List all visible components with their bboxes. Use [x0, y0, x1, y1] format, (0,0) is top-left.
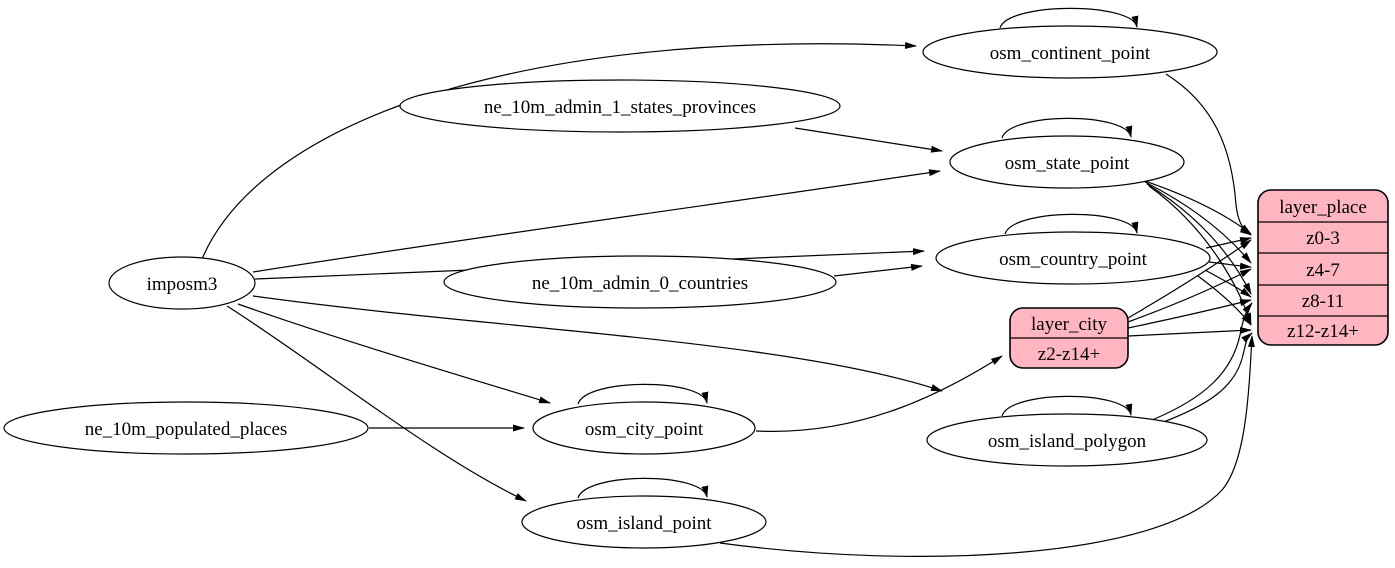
selfloop-island-polygon	[1001, 395, 1133, 417]
node-osm-country-point: osm_country_point	[935, 231, 1211, 285]
osm-continent-point-label: osm_continent_point	[990, 43, 1151, 64]
osm-island-polygon-label: osm_island_polygon	[988, 431, 1147, 452]
osm-state-point-label: osm_state_point	[1005, 153, 1130, 174]
node-ne-10m-admin-0-countries: ne_10m_admin_0_countries	[443, 255, 837, 309]
ne-10m-admin-1-states-provinces-label: ne_10m_admin_1_states_provinces	[484, 97, 756, 118]
imposm3-shape	[108, 256, 256, 310]
layer-place-row-z8-11: z8-11	[1302, 291, 1345, 312]
edge-imposm3-island-polygon	[252, 295, 943, 392]
edge-state-z2	[1146, 183, 1252, 295]
node-osm-island-point: osm_island_point	[521, 495, 767, 549]
osm-state-point-shape	[949, 135, 1185, 189]
osm-island-polygon-shape	[926, 413, 1208, 467]
edge-islandpoint-z3	[719, 335, 1255, 557]
selfloop-country	[1004, 213, 1139, 235]
edge-state-z1	[1144, 181, 1252, 264]
osm-continent-point-shape	[922, 25, 1218, 79]
edge-city-layercity	[755, 355, 1003, 433]
edge-country-z0	[1205, 237, 1252, 249]
edge-imposm3-state	[252, 169, 941, 273]
osm-city-point-label: osm_city_point	[585, 419, 704, 440]
edge-imposm3-city	[237, 303, 551, 404]
edge-country-z2	[1204, 269, 1252, 298]
layer-place-row-z4-7: z4-7	[1306, 260, 1340, 281]
edge-ne1-state	[794, 127, 943, 153]
imposm3-label: imposm3	[147, 274, 218, 295]
osm-island-point-shape	[521, 495, 767, 549]
node-ne-10m-populated-places: ne_10m_populated_places	[3, 401, 369, 455]
ne-10m-admin-1-states-provinces-shape	[399, 79, 841, 133]
layer-place-row-z0-3: z0-3	[1306, 228, 1340, 249]
layer-place-box	[1257, 189, 1389, 346]
edge-country-z1	[1208, 261, 1252, 270]
ne-10m-admin-0-countries-label: ne_10m_admin_0_countries	[532, 273, 748, 294]
node-layer-place: layer_place z0-3 z4-7 z8-11 z12-z14+	[1257, 189, 1389, 346]
node-layer-city: layer_city z2-z14+	[1009, 307, 1129, 369]
selfloop-continent	[999, 7, 1139, 29]
edge-islandpolygon-z3	[1157, 332, 1253, 425]
edge-islandpolygon-z2	[1151, 302, 1253, 421]
ne-10m-admin-0-countries-shape	[443, 255, 837, 309]
osm-country-point-shape	[935, 231, 1211, 285]
layer-place-row-z12-z14: z12-z14+	[1287, 321, 1359, 342]
layer-city-title: layer_city	[1031, 314, 1107, 335]
ne-10m-populated-places-shape	[3, 401, 369, 455]
edge-state-z0	[1141, 179, 1252, 235]
osm-country-point-label: osm_country_point	[999, 249, 1147, 270]
layer-place-title: layer_place	[1279, 197, 1367, 218]
edge-layercity-z1	[1127, 268, 1252, 323]
edge-layercity-z0	[1127, 239, 1252, 319]
osm-island-point-label: osm_island_point	[576, 513, 712, 534]
selfloop-island-point	[577, 477, 709, 499]
edge-ne0-country	[833, 263, 923, 277]
node-osm-island-polygon: osm_island_polygon	[926, 413, 1208, 467]
edge-country-z3	[1197, 275, 1252, 326]
node-osm-state-point: osm_state_point	[949, 135, 1185, 189]
ne-10m-populated-places-label: ne_10m_populated_places	[85, 419, 288, 440]
selfloop-state	[1001, 117, 1133, 139]
node-imposm3: imposm3	[108, 256, 256, 310]
edge-layercity-z3	[1127, 326, 1252, 337]
edge-imposm3-island-point	[226, 305, 527, 502]
edge-layercity-z2	[1127, 299, 1252, 329]
osm-city-point-shape	[532, 401, 756, 455]
selfloop-city	[577, 383, 709, 405]
node-ne-10m-admin-1-states-provinces: ne_10m_admin_1_states_provinces	[399, 79, 841, 133]
node-osm-continent-point: osm_continent_point	[922, 25, 1218, 79]
edge-group	[201, 7, 1255, 557]
node-osm-city-point: osm_city_point	[532, 401, 756, 455]
layer-city-zoom-row: z2-z14+	[1038, 344, 1100, 365]
